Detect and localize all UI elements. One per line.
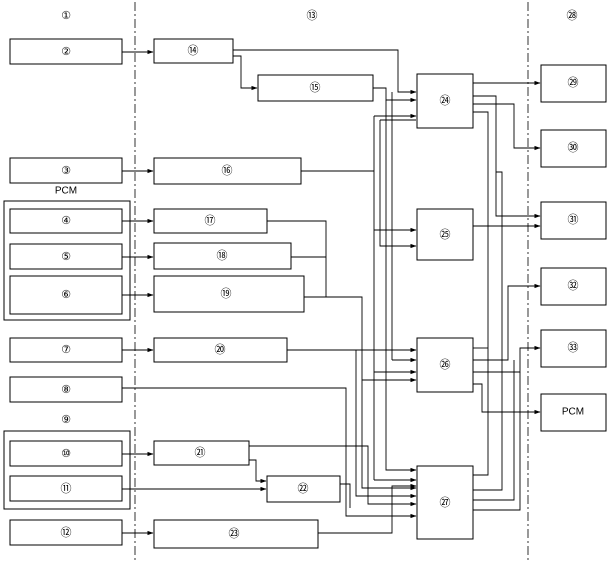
- input-label-3: ③: [61, 164, 71, 177]
- input-label-6: ⑥: [61, 288, 71, 301]
- module-box-22: [266, 475, 341, 503]
- connector-27-up2: [473, 360, 515, 501]
- output-box-31: [540, 201, 607, 240]
- input-label-10: ⑩: [61, 447, 71, 460]
- input-label-11: ⑪: [61, 482, 72, 495]
- connector-26-33: [473, 345, 541, 373]
- unit-label-25: ㉕: [440, 228, 451, 241]
- group-frame-9: [3, 430, 131, 510]
- output-box-32: [540, 267, 607, 306]
- connector-24-31: [473, 95, 541, 219]
- unit-box-25: [416, 208, 474, 261]
- connector-27-up3: [473, 372, 521, 511]
- module-label-15: ⑮: [310, 81, 321, 94]
- module-label-22: ㉒: [298, 482, 309, 495]
- module-box-18: [153, 242, 292, 270]
- input-box-2: [9, 38, 123, 65]
- connector-26-32: [473, 283, 541, 361]
- input-box-4: [9, 208, 123, 234]
- output-label-29: ㉙: [568, 76, 579, 89]
- module-label-17: ⑰: [205, 214, 216, 227]
- input-label-7: ⑦: [61, 343, 71, 356]
- module-box-14: [153, 38, 234, 64]
- unit-label-24: ㉔: [440, 94, 451, 107]
- module-label-19: ⑲: [221, 287, 232, 300]
- module-box-21: [153, 440, 250, 466]
- output-label-31: ㉛: [568, 213, 579, 226]
- connector-24-30: [473, 103, 541, 151]
- column-header-left: ①: [61, 9, 71, 22]
- input-box-12: [9, 519, 123, 546]
- connector-24-down: [473, 111, 489, 476]
- connector-26-pcm: [473, 383, 541, 415]
- unit-box-24: [416, 73, 474, 129]
- column-header-middle: ⑬: [307, 9, 318, 22]
- input-box-10: [9, 440, 123, 467]
- column-header-right: ㉘: [567, 9, 578, 22]
- input-box-5: [9, 243, 123, 270]
- input-box-3: [9, 157, 123, 184]
- connector-17-18-merge: [267, 220, 327, 298]
- output-box-pcm: [540, 393, 607, 432]
- unit-box-27: [416, 465, 474, 540]
- module-box-23: [153, 519, 319, 549]
- output-label-33: ㉝: [568, 341, 579, 354]
- connector-23-27: [318, 483, 417, 534]
- unit-box-26: [416, 337, 474, 393]
- output-label-32: ㉜: [568, 279, 579, 292]
- input-box-7: [9, 337, 123, 363]
- module-label-16: ⑯: [222, 164, 233, 177]
- unit-label-26: ㉖: [440, 358, 451, 371]
- connector-14-15: [233, 55, 258, 91]
- module-label-14: ⑭: [188, 44, 199, 57]
- connector-14-bus: [233, 49, 417, 95]
- input-label-12: ⑫: [61, 526, 72, 539]
- input-label-2: ②: [61, 45, 71, 58]
- input-box-11: [9, 475, 123, 502]
- module-box-17: [153, 208, 268, 234]
- input-label-4: ④: [61, 214, 71, 227]
- module-box-19: [153, 275, 305, 313]
- module-label-21: ㉑: [195, 446, 206, 459]
- connector-20-27: [355, 350, 417, 499]
- unit-label-27: ㉗: [440, 496, 451, 509]
- connector-15-24: [373, 87, 417, 103]
- connector-21-22: [249, 459, 267, 484]
- connector-27-up1: [473, 171, 503, 491]
- connector-8-27: [122, 387, 417, 519]
- module-label-23: ㉓: [229, 527, 240, 540]
- group-label-9: ⑨: [61, 413, 71, 426]
- module-label-20: ⑳: [215, 343, 226, 356]
- output-box-29: [540, 64, 607, 103]
- connector-bus2-25: [379, 120, 417, 249]
- input-label-8: ⑧: [61, 383, 71, 396]
- connector-15-down: [385, 100, 417, 473]
- output-label-pcm: PCM: [562, 407, 584, 418]
- input-label-5: ⑤: [61, 250, 71, 263]
- connector-22-27: [340, 483, 351, 508]
- group-frame-pcm: [3, 200, 131, 321]
- input-box-8: [9, 376, 123, 403]
- output-box-30: [540, 129, 607, 168]
- module-box-15: [257, 74, 374, 102]
- output-label-30: ㉚: [568, 141, 579, 154]
- input-box-6: [9, 275, 123, 315]
- output-box-33: [540, 329, 607, 368]
- module-label-18: ⑱: [217, 249, 228, 262]
- group-label-pcm: PCM: [55, 186, 77, 197]
- module-box-20: [153, 337, 288, 363]
- connector-19-bus: [326, 296, 417, 491]
